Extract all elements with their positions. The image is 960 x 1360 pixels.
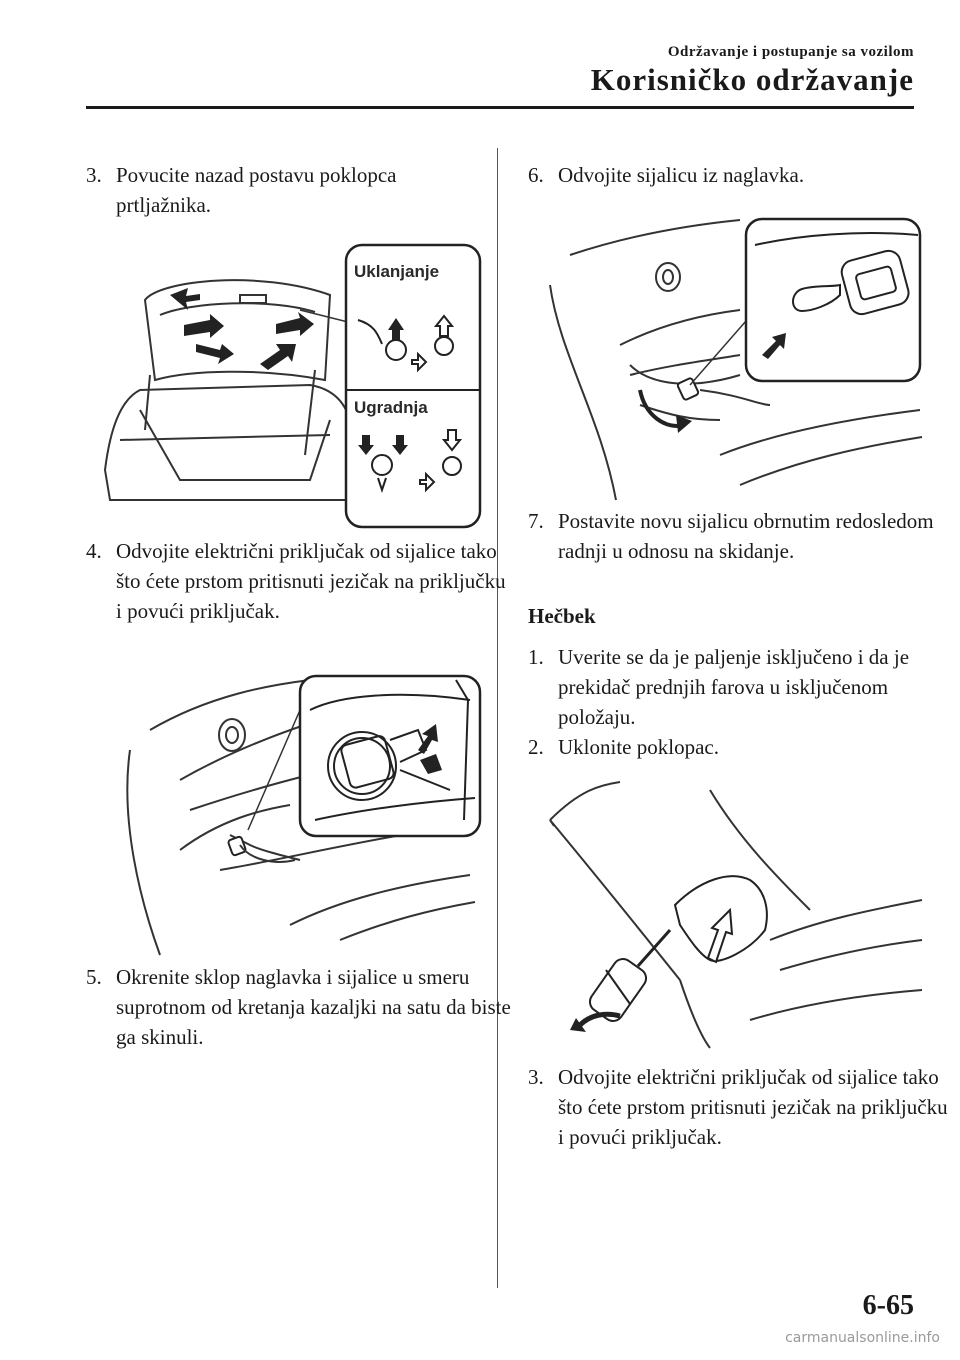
finger-press-icon: [420, 754, 442, 774]
label-remove: Uklanjanje: [354, 262, 439, 281]
page-number: 6-65: [862, 1290, 914, 1321]
section-title: Održavanje i postupanje sa vozilom: [667, 44, 914, 60]
step-6: 6.Odvojite sijalicu iz naglavka.: [528, 163, 805, 187]
figure-connector: [100, 670, 484, 960]
arrow-icon: [706, 907, 734, 964]
screwdriver-icon: [588, 929, 672, 1022]
hatchback-step-2: 2.Uklonite poklopac.: [528, 735, 719, 759]
header-rule: [86, 106, 914, 109]
trunk-trim-illustration: Uklanjanje Ugradnja: [103, 243, 482, 529]
hatchback-step-1: 1.Uverite se da je paljenje isključeno i…: [528, 645, 910, 729]
arrow-icon: [276, 312, 314, 336]
figure-cover-removal: [540, 780, 924, 1050]
hatchback-step-3: 3.Odvojite električni priključak od sija…: [528, 1065, 948, 1149]
arrow-icon: [170, 288, 200, 310]
step-4: 4.Odvojite električni priključak od sija…: [86, 539, 506, 623]
column-divider: [497, 148, 498, 1288]
figure-trunk-trim: Uklanjanje Ugradnja: [100, 240, 484, 530]
watermark: carmanualsonline.info: [785, 1330, 940, 1346]
cover-removal-illustration: [549, 781, 923, 1049]
step-5: 5.Okrenite sklop naglavka i sijalice u s…: [86, 965, 511, 1049]
step-7: 7.Postavite novu sijalicu obrnutim redos…: [528, 509, 934, 563]
page-title: Korisničko održavanje: [590, 62, 914, 97]
connector-illustration: [126, 674, 482, 956]
bulb-removal-illustration: [549, 217, 923, 501]
arrow-icon: [196, 344, 234, 364]
step-3: 3.Povucite nazad postavu poklopca prtlja…: [86, 163, 397, 217]
label-install: Ugradnja: [354, 398, 428, 417]
callout-box: [344, 243, 482, 529]
arrow-icon: [418, 724, 438, 754]
arrow-icon: [762, 333, 786, 359]
arrow-icon: [260, 344, 296, 370]
subheading-hatchback: Hečbek: [528, 604, 596, 628]
arrow-icon: [184, 314, 224, 338]
pry-arrow-icon: [578, 1011, 621, 1027]
figure-bulb-removal: [540, 215, 924, 505]
